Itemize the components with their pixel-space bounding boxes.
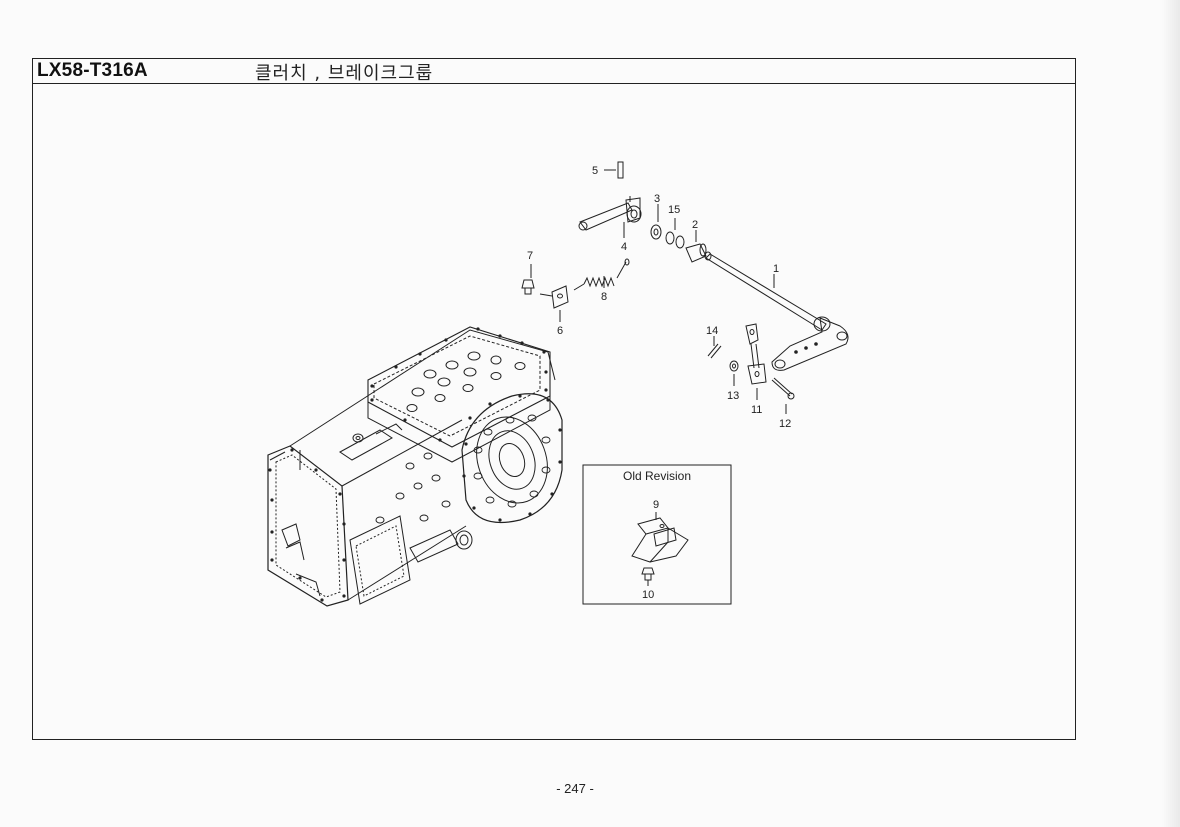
page-number: - 247 - — [556, 781, 594, 796]
inset-title: Old Revision — [623, 469, 691, 483]
callout-14: 14 — [706, 325, 718, 337]
callout-2: 2 — [692, 219, 698, 231]
callout-12: 12 — [779, 418, 791, 430]
page-frame: LX58-T316A 클러치 , 브레이크그룹 — [32, 58, 1076, 740]
part-5-pin — [604, 161, 624, 179]
page-edge-shadow — [1162, 0, 1180, 827]
part-4-lever — [578, 196, 642, 238]
part-7-bolt — [521, 264, 535, 295]
callout-13: 13 — [727, 390, 739, 402]
part-1-shaft — [704, 251, 849, 371]
part-3-washer — [650, 204, 662, 240]
callout-1: 1 — [773, 263, 779, 275]
callout-9: 9 — [653, 499, 659, 511]
transmission-housing — [267, 326, 563, 607]
header-bar: LX58-T316A 클러치 , 브레이크그룹 — [33, 59, 1075, 84]
callout-3: 3 — [654, 193, 660, 205]
part-15-rings — [665, 218, 685, 249]
callout-5: 5 — [592, 165, 598, 177]
part-2-bushing — [685, 230, 707, 263]
callout-10: 10 — [642, 589, 654, 601]
model-code: LX58-T316A — [37, 60, 148, 81]
old-revision-inset — [582, 464, 732, 605]
part-14-split-pin — [707, 336, 722, 359]
group-title: 클러치 , 브레이크그룹 — [255, 63, 434, 84]
callout-4: 4 — [621, 241, 627, 253]
callout-11: 11 — [751, 404, 762, 416]
callout-7: 7 — [527, 250, 533, 262]
callout-8: 8 — [601, 291, 607, 303]
part-8-spring — [573, 258, 630, 291]
part-6-bracket — [539, 285, 569, 322]
callout-labels: 1 2 3 4 5 6 7 8 9 10 11 12 13 14 15 Old … — [527, 165, 791, 601]
part-11-clevis — [745, 323, 767, 400]
part-13-washer — [729, 360, 739, 386]
callout-6: 6 — [557, 325, 563, 337]
part-12-pin — [771, 377, 795, 414]
callout-15: 15 — [668, 204, 680, 216]
